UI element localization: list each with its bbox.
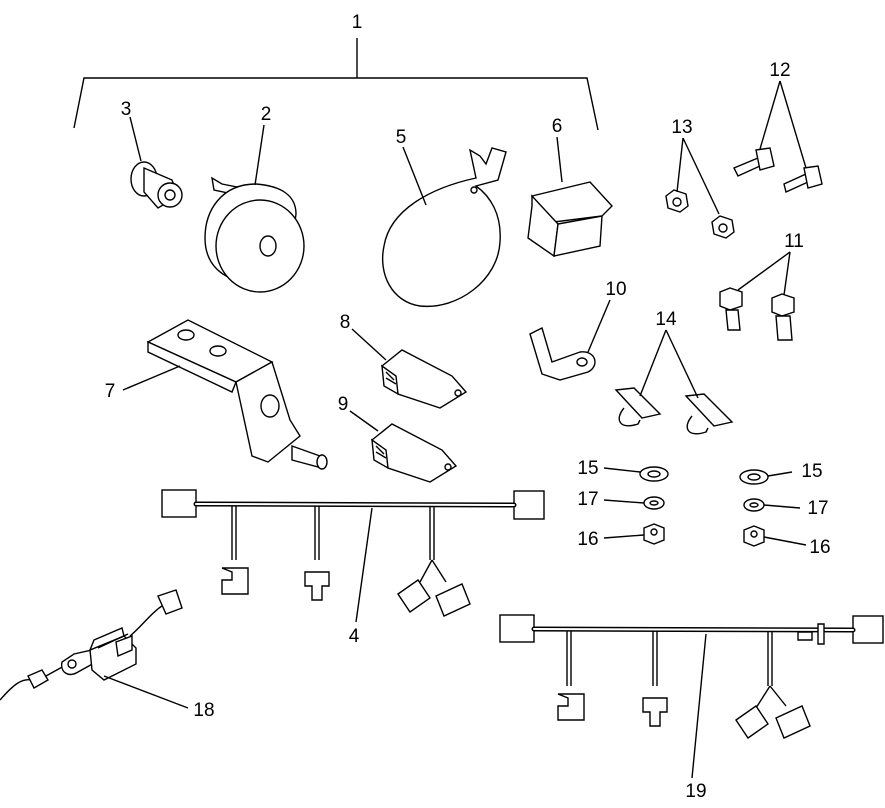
part-10-strap	[529, 326, 596, 381]
callout-15-right: 15	[801, 461, 822, 482]
part-11-bolts	[719, 287, 795, 341]
part-5-plate	[382, 147, 507, 308]
part-4-harness	[161, 489, 545, 617]
part-14-hooks	[614, 387, 734, 435]
callout-9: 9	[338, 394, 349, 415]
part-7-bracket	[146, 319, 328, 470]
callout-16-right: 16	[809, 537, 830, 558]
callout-10: 10	[605, 279, 626, 300]
callout-13: 13	[671, 117, 692, 138]
part-6-cap	[527, 181, 613, 258]
part-17-lock-washers	[643, 496, 765, 512]
callout-17-right: 17	[807, 498, 828, 519]
callout-16-left: 16	[577, 529, 598, 550]
callout-4: 4	[349, 626, 360, 647]
callout-3: 3	[121, 99, 132, 120]
callout-1: 1	[352, 12, 363, 33]
group-bracket	[73, 38, 599, 131]
part-16-nuts	[643, 523, 765, 547]
part-18-relay	[0, 589, 183, 701]
part-12-bolts	[733, 147, 823, 193]
callout-19: 19	[685, 781, 706, 802]
part-19-harness	[499, 614, 884, 739]
callout-12: 12	[769, 60, 790, 81]
part-13-nuts	[665, 189, 735, 239]
part-9-clip	[371, 423, 458, 483]
callout-5: 5	[396, 127, 407, 148]
callout-15-left: 15	[577, 458, 598, 479]
callout-8: 8	[340, 312, 351, 333]
callout-18: 18	[193, 700, 214, 721]
part-15-washers	[639, 466, 769, 485]
callout-11: 11	[784, 231, 804, 252]
callout-14: 14	[655, 309, 677, 330]
part-3-bushing	[130, 161, 183, 209]
callout-7: 7	[105, 381, 116, 402]
callout-2: 2	[261, 104, 272, 125]
callout-6: 6	[552, 116, 563, 137]
callout-17-left: 17	[577, 489, 598, 510]
part-8-clip	[381, 349, 468, 409]
part-2-buzzer	[204, 176, 305, 293]
